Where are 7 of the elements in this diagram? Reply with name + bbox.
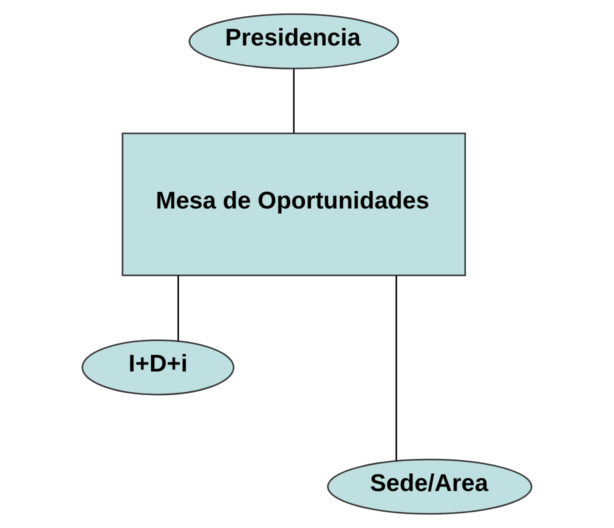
- connector: [293, 69, 295, 133]
- node-ellipse: Presidencia: [188, 13, 400, 70]
- connector: [396, 276, 398, 461]
- node-box: Mesa de Oportunidades: [122, 132, 466, 276]
- node-ellipse: Sede/Area: [327, 458, 532, 515]
- node-ellipse: I+D+i: [82, 339, 234, 396]
- connector: [177, 275, 179, 342]
